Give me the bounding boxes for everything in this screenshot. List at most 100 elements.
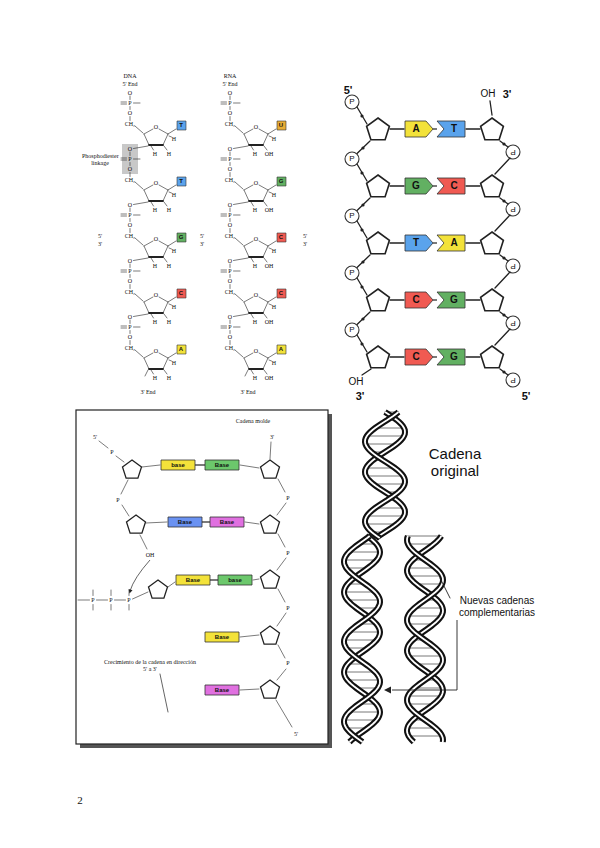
helix-strand — [365, 412, 405, 538]
base-letter: A — [412, 124, 419, 134]
bond-line — [278, 479, 285, 492]
base-outline — [161, 460, 195, 470]
bond-line — [163, 302, 168, 313]
bond-line — [221, 214, 227, 215]
phosphate-label: P — [349, 269, 354, 277]
bond-line — [263, 302, 268, 313]
bond-line — [221, 328, 227, 329]
atom-label: O — [228, 222, 232, 228]
base-pair-rung — [408, 616, 441, 617]
bond-line — [93, 605, 94, 611]
sugar-ring — [367, 289, 390, 311]
base-pair-rung — [366, 476, 403, 477]
base-box: Base — [205, 460, 239, 470]
base-pair-bond — [433, 356, 437, 357]
atom-label: O — [128, 146, 132, 152]
base-pair-rung — [409, 656, 442, 657]
atom-label: P — [128, 100, 131, 106]
bond-line — [259, 241, 268, 246]
atom-label: H — [153, 319, 157, 325]
sugar-ring — [261, 460, 280, 478]
bond-line — [168, 185, 176, 190]
bond-line — [134, 202, 149, 205]
backbone-line — [495, 329, 510, 345]
backbone-line — [357, 312, 371, 325]
atom-label: P — [228, 268, 231, 274]
bond-line — [263, 358, 268, 369]
atom-label: P — [128, 156, 131, 162]
bond-line — [244, 297, 253, 302]
base-box: A — [437, 235, 465, 251]
atom-label: O — [254, 236, 258, 242]
base-letter: T — [451, 124, 457, 134]
figure-label: Cadena original — [415, 445, 495, 480]
atom-label: P — [228, 100, 231, 106]
base-outline — [437, 349, 465, 365]
atom-label: H — [272, 360, 276, 366]
base-letter: C — [179, 290, 183, 296]
bond-line — [130, 152, 131, 156]
bond-line — [230, 341, 231, 345]
base-outline — [405, 349, 433, 365]
atom-label: P — [128, 268, 131, 274]
bond-dot — [361, 146, 364, 149]
bond-line — [130, 275, 131, 278]
base-pair-bond — [210, 579, 218, 580]
atom-label: O — [254, 124, 258, 130]
figure-label: Nuevas cadenas complementarias — [451, 595, 543, 618]
atom-label: OH — [265, 375, 274, 381]
bond-line — [116, 456, 124, 462]
bond-line — [134, 159, 141, 160]
base-outline — [405, 292, 433, 308]
backbone-line — [466, 356, 480, 357]
base-pair-rung — [347, 680, 380, 681]
base-outline — [437, 235, 465, 251]
bond-line — [99, 441, 108, 448]
frame — [76, 410, 328, 744]
bond-line — [240, 465, 259, 468]
end-label: 5' End — [222, 81, 237, 87]
bond-line — [221, 104, 227, 105]
atom-label: O — [154, 236, 158, 242]
atom-label: O — [154, 124, 158, 130]
atom-label: H — [272, 248, 276, 254]
base-box: U — [277, 121, 286, 130]
helix-strand — [407, 536, 443, 742]
bond-line — [240, 689, 259, 690]
base-box: T — [177, 177, 186, 186]
bond-line — [135, 350, 143, 357]
helix-strand — [365, 412, 405, 538]
bond-line — [130, 331, 131, 334]
atom-label: O — [154, 292, 158, 298]
sugar-ring — [123, 460, 142, 478]
base-outline — [405, 121, 433, 137]
bond-line — [144, 358, 149, 369]
base-box: C — [405, 349, 433, 365]
ring-front-bond — [249, 144, 263, 146]
bond-line — [134, 327, 141, 328]
bond-line — [169, 248, 172, 249]
end-label: 5' — [294, 731, 298, 737]
bond-line — [259, 353, 268, 358]
helix-strand-core — [344, 536, 380, 742]
base-pair-bond — [202, 521, 210, 522]
base-box: A — [277, 345, 286, 354]
atom-label: H — [172, 248, 176, 254]
base-pair-rung — [367, 436, 404, 437]
phosphate-label: P — [349, 98, 354, 106]
bond-line — [259, 297, 268, 302]
ring-front-bond — [249, 256, 263, 258]
backbone-line — [357, 198, 371, 211]
bond-line — [235, 350, 243, 357]
bond-line — [130, 96, 131, 100]
base-outline — [177, 177, 186, 186]
bond-line — [111, 590, 112, 596]
base-box: base — [218, 575, 252, 585]
base-pair-bond — [195, 464, 205, 465]
bond-line — [264, 314, 267, 318]
bond-line — [251, 370, 254, 374]
end-mark: 5' — [200, 233, 204, 239]
bond-line — [221, 270, 227, 271]
phosphate-label: P — [510, 376, 515, 384]
bond-dot — [360, 228, 363, 231]
